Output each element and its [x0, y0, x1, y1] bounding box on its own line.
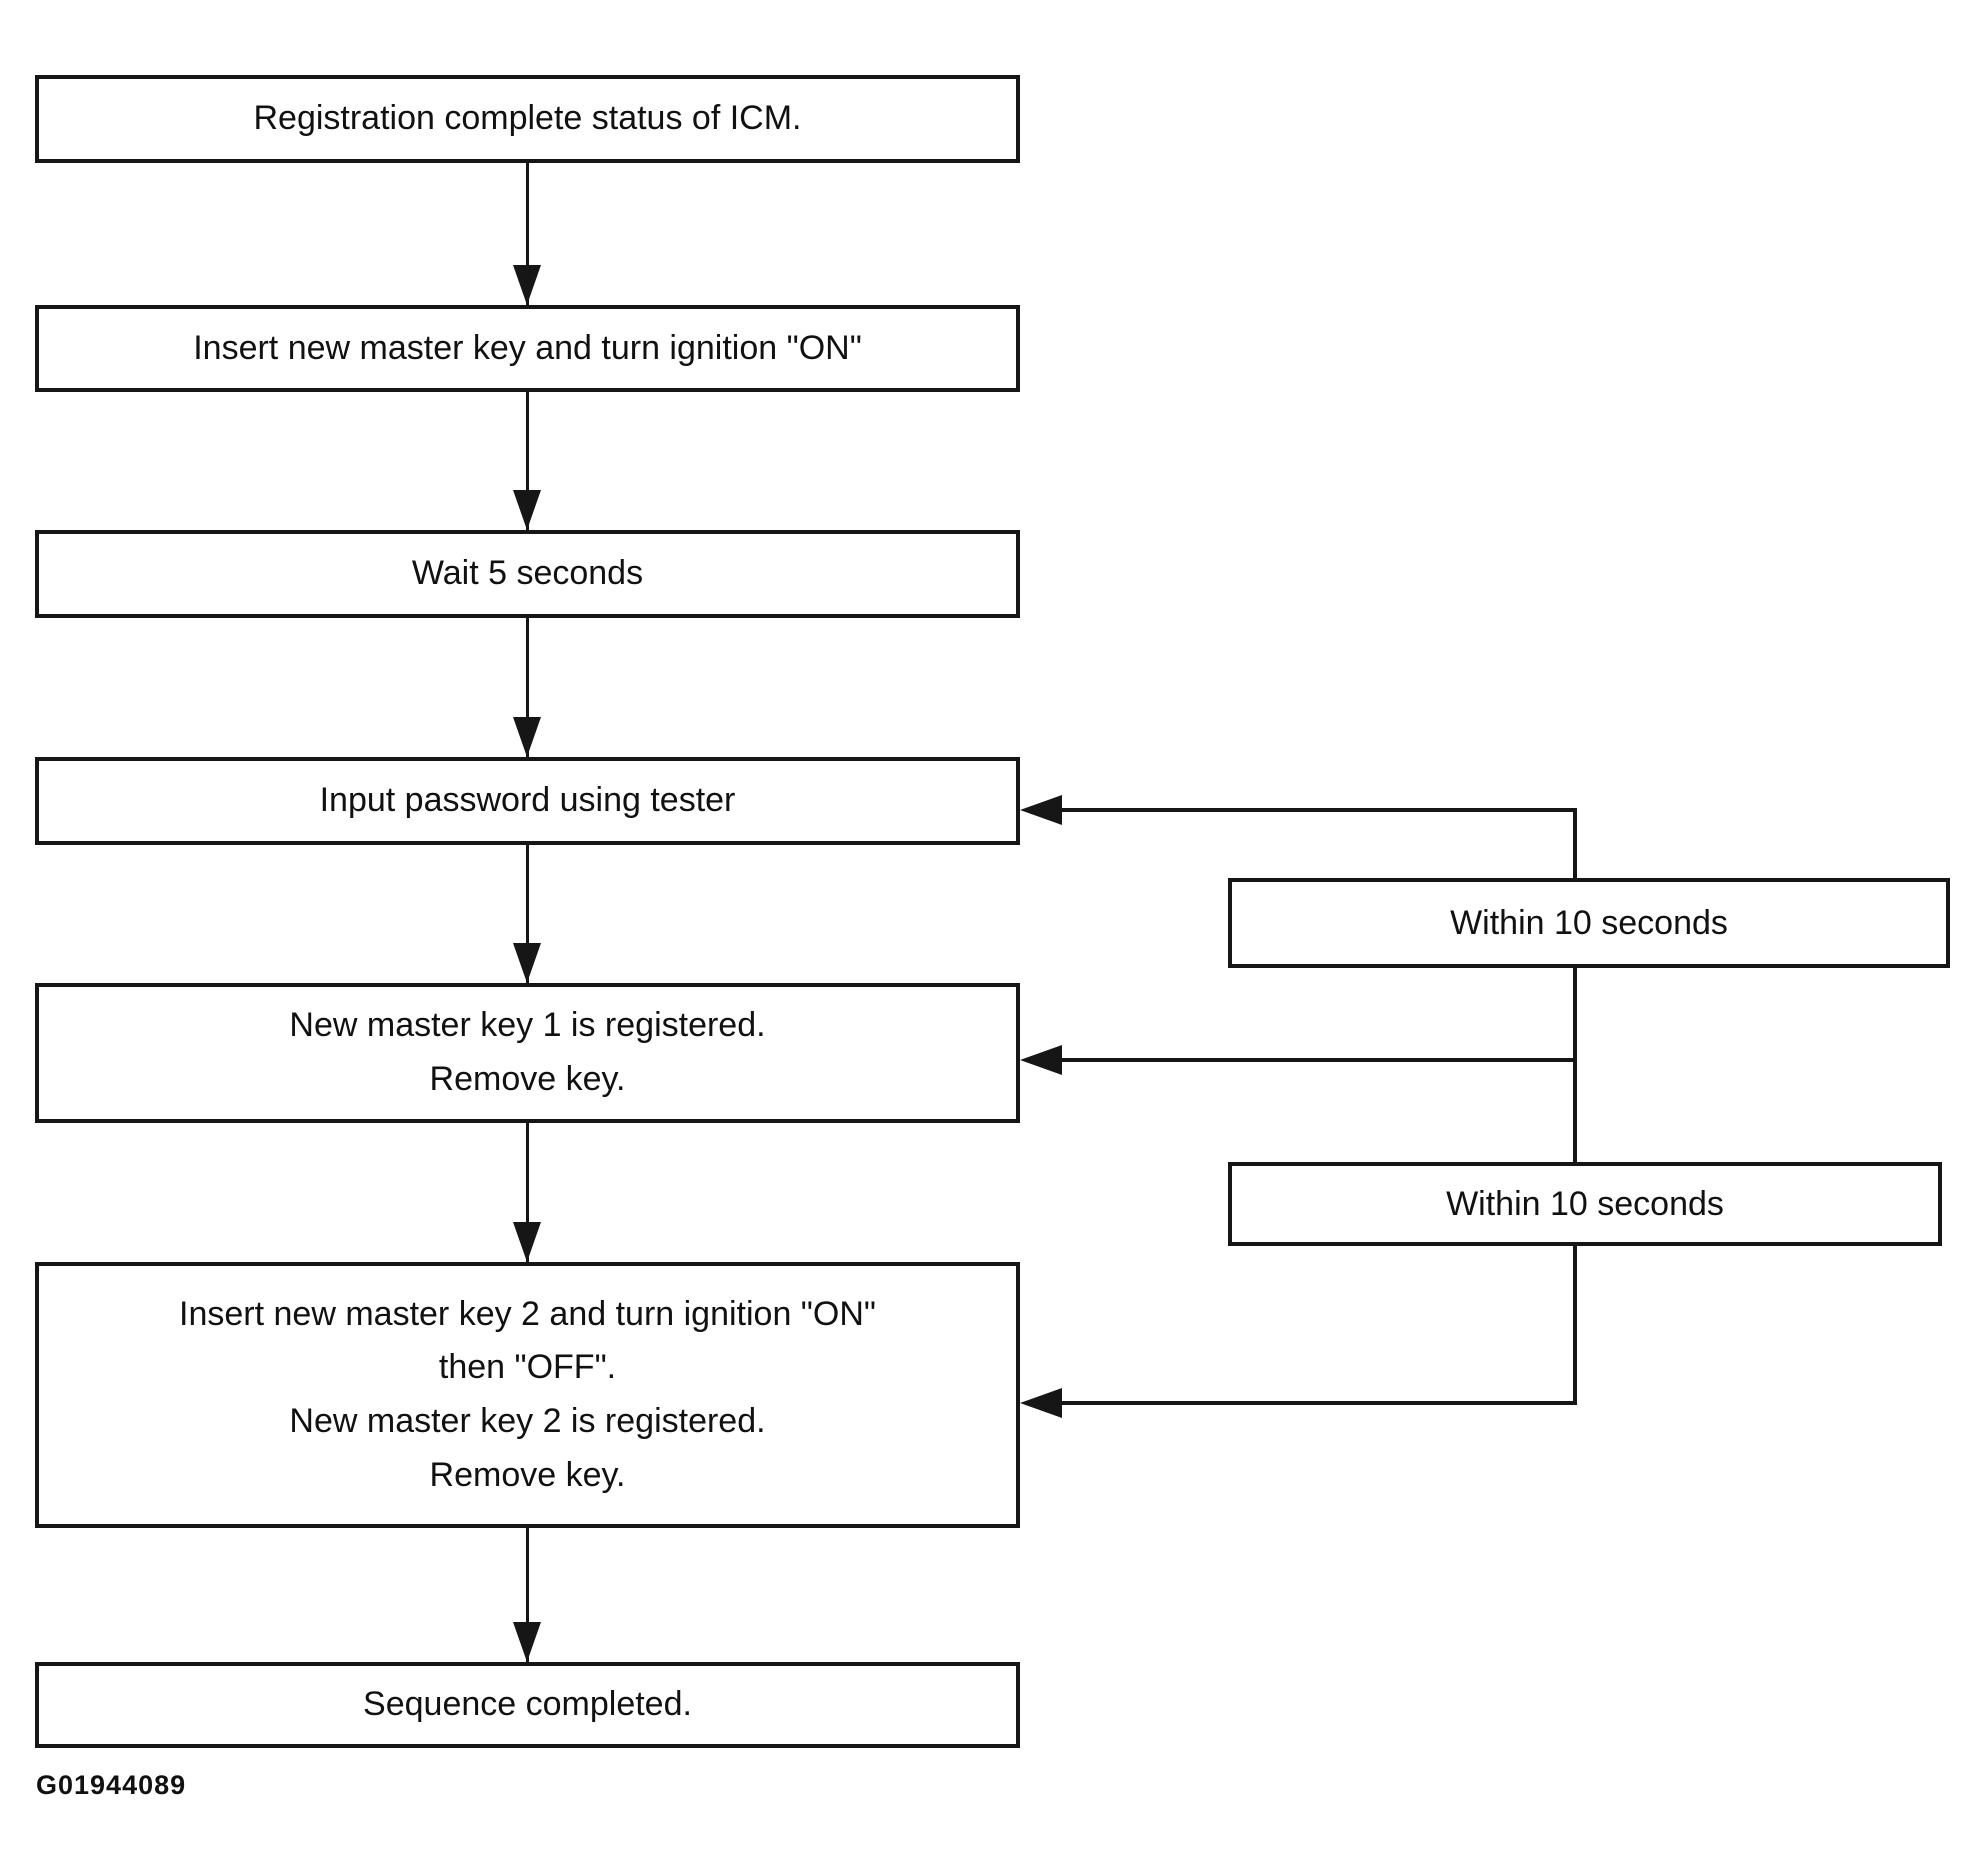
- flow-box-label: Registration complete status of ICM.: [253, 99, 802, 138]
- connector-line: [1056, 808, 1577, 812]
- flow-box-label-line: Remove key.: [429, 1060, 626, 1098]
- flow-box-input-password: Input password using tester: [35, 757, 1020, 845]
- timing-trunk-line: [1573, 808, 1577, 1405]
- flow-box-label: Input password using tester: [319, 781, 736, 820]
- timing-box-within-10-seconds-1: Within 10 seconds: [1228, 878, 1950, 968]
- timing-box-label: Within 10 seconds: [1446, 1184, 1724, 1223]
- connector-line: [526, 392, 529, 530]
- connector-line: [526, 1123, 529, 1262]
- arrow-left-icon: [1020, 1388, 1062, 1418]
- arrow-left-icon: [1020, 795, 1062, 825]
- flow-box-wait-5-seconds: Wait 5 seconds: [35, 530, 1020, 618]
- flow-box-label-line: New master key 1 is registered.: [289, 1006, 766, 1045]
- flow-box-key1-registered: New master key 1 is registered. Remove k…: [35, 983, 1020, 1123]
- flow-box-sequence-completed: Sequence completed.: [35, 1662, 1020, 1748]
- connector-line: [1056, 1058, 1577, 1062]
- arrow-down-icon: [513, 1222, 541, 1262]
- connector-line: [1056, 1401, 1577, 1405]
- flow-box-label-line: Remove key.: [429, 1455, 626, 1494]
- flow-box-registration-complete: Registration complete status of ICM.: [35, 75, 1020, 163]
- flow-box-key2-registered: Insert new master key 2 and turn ignitio…: [35, 1262, 1020, 1528]
- flow-box-insert-master-key: Insert new master key and turn ignition …: [35, 305, 1020, 392]
- arrow-down-icon: [513, 490, 541, 530]
- flow-box-label: Sequence completed.: [363, 1685, 692, 1724]
- arrow-down-icon: [513, 1622, 541, 1662]
- timing-box-label: Within 10 seconds: [1450, 903, 1728, 942]
- connector-line: [526, 163, 529, 305]
- flow-box-label-line: then "OFF".: [438, 1348, 617, 1387]
- connector-line: [526, 618, 529, 757]
- flow-box-label: Wait 5 seconds: [411, 554, 644, 593]
- arrow-down-icon: [513, 717, 541, 757]
- figure-id-label: G01944089: [36, 1770, 187, 1800]
- arrow-down-icon: [513, 943, 541, 983]
- flow-box-label: Insert new master key and turn ignition …: [193, 328, 862, 367]
- arrow-down-icon: [513, 265, 541, 305]
- flow-box-label-line: Insert new master key 2 and turn ignitio…: [179, 1294, 876, 1333]
- connector-line: [526, 1528, 529, 1662]
- connector-line: [526, 845, 529, 983]
- arrow-left-icon: [1020, 1045, 1062, 1075]
- timing-box-within-10-seconds-2: Within 10 seconds: [1228, 1162, 1942, 1246]
- flow-box-label-line: New master key 2 is registered.: [289, 1402, 766, 1440]
